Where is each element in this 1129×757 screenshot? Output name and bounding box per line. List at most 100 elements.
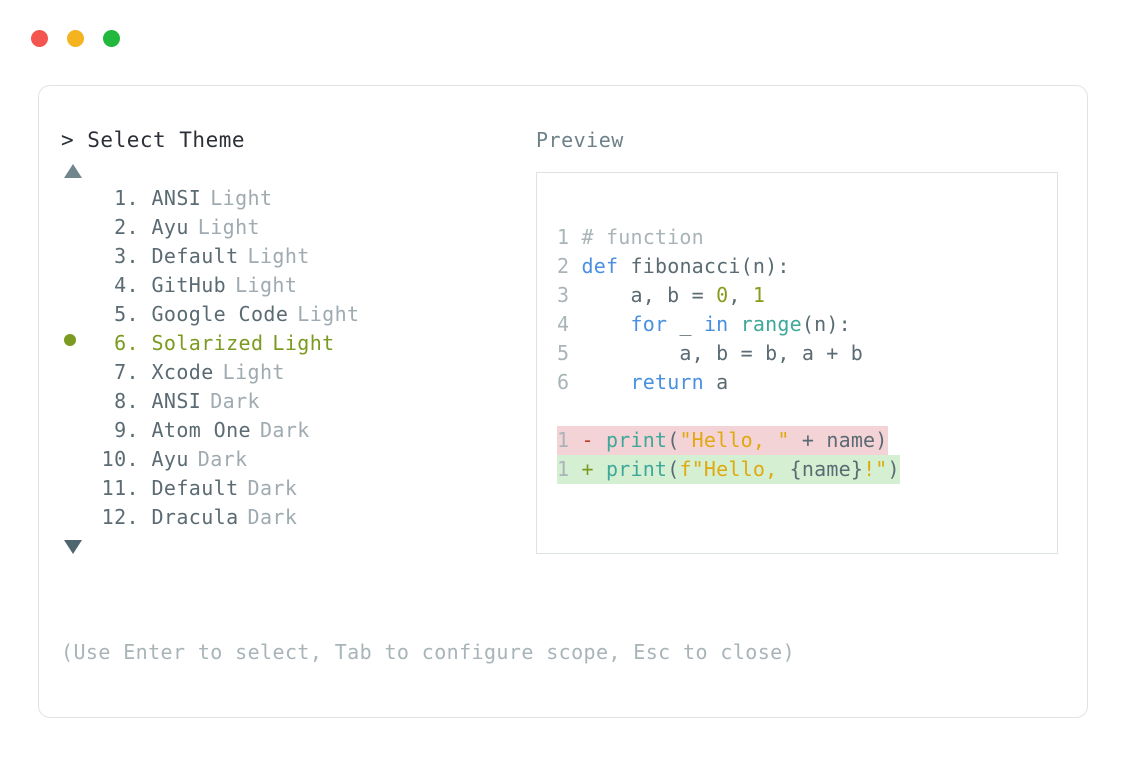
code-token: return xyxy=(630,370,704,394)
code-line: 6 return a xyxy=(557,368,1057,397)
theme-item-name: Default xyxy=(139,244,239,268)
theme-item-variant: Dark xyxy=(259,418,310,442)
code-token: !" xyxy=(863,457,888,481)
theme-item-variant: Light xyxy=(247,244,310,268)
code-token: ( xyxy=(667,428,680,452)
theme-item-name: Google Code xyxy=(139,302,289,326)
theme-list-item[interactable]: 11. Default Dark xyxy=(61,476,531,505)
code-token: {name} xyxy=(789,457,864,481)
theme-item-name: ANSI xyxy=(139,389,202,413)
code-token: ( xyxy=(667,457,680,481)
code-line-number: 5 xyxy=(557,341,570,365)
close-button[interactable] xyxy=(31,30,48,47)
theme-list-item[interactable]: 10. Ayu Dark xyxy=(61,447,531,476)
theme-item-index: 8. xyxy=(114,389,139,413)
theme-item-index: 1. xyxy=(114,186,139,210)
theme-item-variant: Dark xyxy=(247,505,298,529)
theme-item-name: ANSI xyxy=(139,186,202,210)
theme-item-index: 10. xyxy=(101,447,139,471)
theme-item-name: Ayu xyxy=(139,215,189,239)
code-token xyxy=(569,370,630,394)
code-token: (n): xyxy=(801,312,851,336)
code-token: f"Hello, xyxy=(679,457,790,481)
diff-sign: + xyxy=(581,457,606,481)
code-token: "Hello, " xyxy=(679,428,790,452)
selected-bullet-icon xyxy=(64,334,76,346)
code-line-number: 3 xyxy=(557,283,570,307)
code-token: + name) xyxy=(789,428,888,452)
theme-item-index: 5. xyxy=(114,302,139,326)
code-line: 4 for _ in range(n): xyxy=(557,310,1057,339)
code-token xyxy=(728,312,740,336)
theme-item-index: 6. xyxy=(114,331,139,355)
maximize-button[interactable] xyxy=(103,30,120,47)
code-token: a xyxy=(703,370,729,394)
theme-item-variant: Light xyxy=(297,302,360,326)
theme-item-variant: Light xyxy=(210,186,273,210)
theme-list-item[interactable]: 8. ANSI Dark xyxy=(61,389,531,418)
code-token: # function xyxy=(569,225,704,249)
code-line-number: 6 xyxy=(557,370,570,394)
triangle-up-icon[interactable] xyxy=(64,164,84,180)
code-line-number: 4 xyxy=(557,312,570,336)
theme-list-item[interactable]: 1. ANSI Light xyxy=(61,186,531,215)
theme-item-variant: Dark xyxy=(197,447,248,471)
code-token: , xyxy=(728,283,753,307)
code-token: a, b = xyxy=(569,283,717,307)
theme-item-index: 2. xyxy=(114,215,139,239)
preview-label: Preview xyxy=(536,128,624,152)
diff-line-number: 1 xyxy=(557,457,582,481)
code-token: fibonacci(n): xyxy=(618,254,790,278)
code-token: in xyxy=(703,312,729,336)
theme-item-variant: Dark xyxy=(247,476,298,500)
diff-line-number: 1 xyxy=(557,428,582,452)
triangle-down-icon[interactable] xyxy=(64,540,84,556)
diff-line-removed: 1 - print("Hello, " + name) xyxy=(557,426,1057,455)
diff-line-content: 1 - print("Hello, " + name) xyxy=(557,426,888,455)
selection-bullet-cell xyxy=(61,334,91,350)
code-token: def xyxy=(581,254,619,278)
theme-item-variant: Light xyxy=(235,273,298,297)
code-token: 1 xyxy=(752,283,766,307)
minimize-button[interactable] xyxy=(67,30,84,47)
theme-item-index: 7. xyxy=(114,360,139,384)
code-spacer xyxy=(557,397,1057,426)
theme-item-index: 11. xyxy=(101,476,139,500)
page-title: > Select Theme xyxy=(61,128,246,152)
code-line: 3 a, b = 0, 1 xyxy=(557,281,1057,310)
diff-sign: - xyxy=(581,428,606,452)
code-line-number: 2 xyxy=(557,254,570,278)
code-token: print xyxy=(605,457,668,481)
code-line: 1 # function xyxy=(557,223,1057,252)
theme-item-index: 4. xyxy=(114,273,139,297)
theme-item-index: 9. xyxy=(114,418,139,442)
theme-item-name: Default xyxy=(139,476,239,500)
code-token xyxy=(569,312,630,336)
theme-item-variant: Light xyxy=(222,360,285,384)
code-token: _ xyxy=(667,312,704,336)
theme-item-variant: Light xyxy=(272,331,335,355)
keyboard-hint: (Use Enter to select, Tab to configure s… xyxy=(61,640,796,664)
theme-item-name: Ayu xyxy=(139,447,189,471)
theme-list-item[interactable]: 5. Google Code Light xyxy=(61,302,531,331)
code-line: 5 a, b = b, a + b xyxy=(557,339,1057,368)
code-token: ) xyxy=(887,457,900,481)
theme-item-name: Dracula xyxy=(139,505,239,529)
code-token: range xyxy=(740,312,802,336)
theme-item-variant: Dark xyxy=(210,389,260,413)
diff-line-content: 1 + print(f"Hello, {name}!") xyxy=(557,455,900,484)
code-token: print xyxy=(605,428,668,452)
code-token xyxy=(569,254,581,278)
code-token: a, b = b, a + b xyxy=(569,341,864,365)
